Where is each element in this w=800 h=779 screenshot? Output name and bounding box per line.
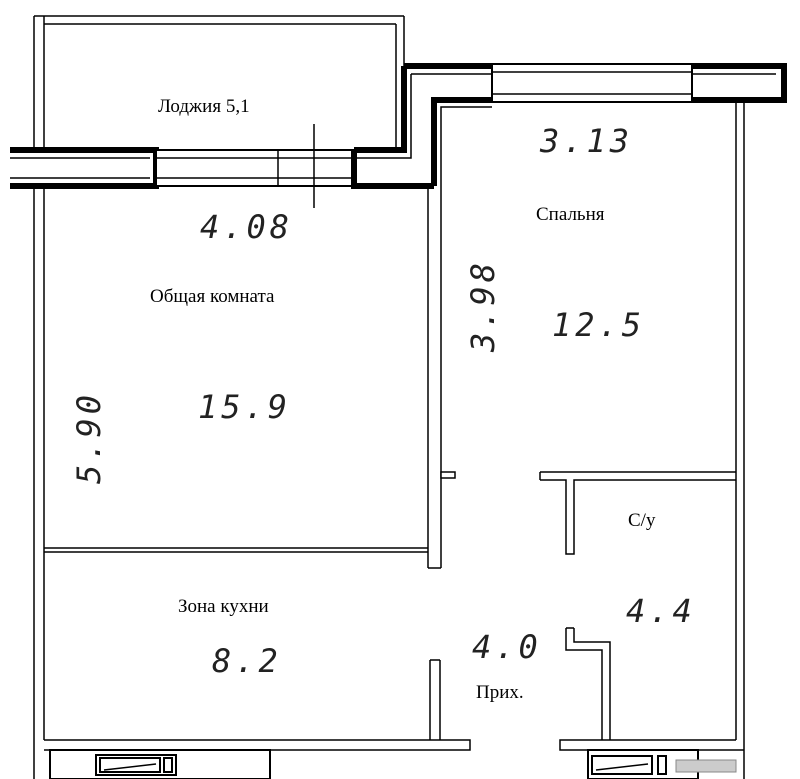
loggia-label: Лоджия 5,1	[158, 96, 250, 117]
hall-label: Прих.	[476, 682, 524, 703]
loggia-partition	[10, 124, 434, 208]
living-area-value: 15.9	[198, 388, 291, 426]
kitchen-area-value: 8.2	[212, 642, 282, 680]
living-width-value: 4.08	[200, 208, 293, 246]
loggia-window	[155, 149, 355, 187]
bathroom-label: С/у	[628, 510, 656, 531]
kitchen-label: Зона кухни	[178, 596, 269, 617]
bathroom-area-value: 4.4	[626, 592, 696, 630]
bedroom-window	[491, 63, 693, 103]
living-length-value: 5.90	[70, 391, 108, 484]
bedroom-width-value: 3.13	[539, 122, 633, 160]
bedroom-area-value: 12.5	[552, 306, 645, 344]
living-room-label: Общая комната	[150, 286, 275, 307]
hall-area-value: 4.0	[472, 628, 542, 666]
bottom-walls	[44, 739, 744, 779]
outer-walls	[33, 100, 745, 779]
bedroom-length-value: 3.98	[464, 259, 502, 353]
bedroom-label: Спальня	[536, 204, 605, 225]
interior-walls	[44, 186, 736, 740]
loggia-walls	[33, 15, 405, 150]
upper-walls	[354, 63, 787, 186]
